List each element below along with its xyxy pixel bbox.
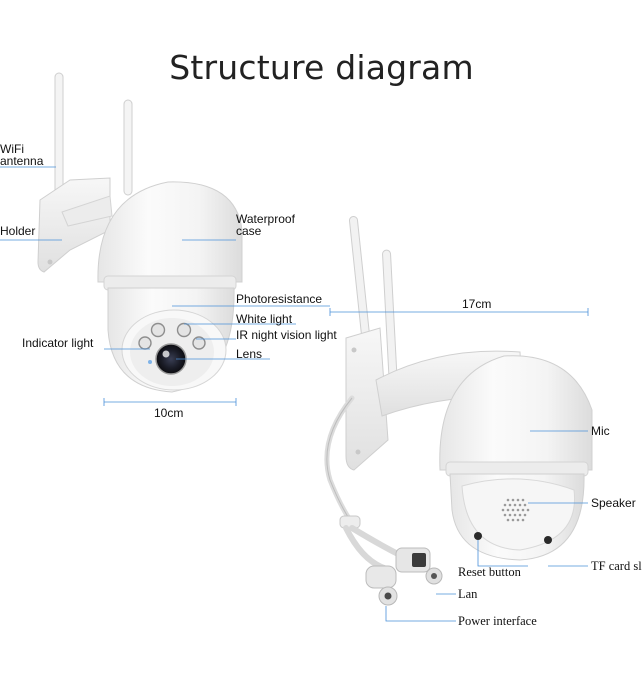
left-dome — [97, 181, 243, 283]
right-lan-connector — [395, 547, 443, 585]
left-led-1 — [150, 322, 166, 338]
left-antenna-front — [123, 99, 133, 196]
label-holder: Holder — [0, 224, 36, 238]
label-mic: Mic — [591, 424, 610, 438]
label-lens: Lens — [236, 347, 263, 361]
label-photoresistance: Photoresistance — [236, 292, 323, 306]
label-lan: Lan — [458, 587, 478, 601]
right-camera — [324, 215, 593, 606]
leader-reset — [477, 540, 528, 567]
right-dome — [439, 355, 593, 471]
label-waterproof-line1: Waterproof — [236, 212, 295, 226]
label-wifi-antenna-line1: WiFi — [0, 142, 24, 156]
right-wall-plate — [345, 327, 389, 471]
label-power-interface: Power interface — [458, 614, 537, 628]
label-tf-card-slot: TF card sl — [591, 559, 642, 573]
label-indicator-light: Indicator light — [22, 336, 94, 350]
label-wifi-antenna-line2: antenna — [0, 154, 44, 168]
left-led-3 — [138, 336, 152, 350]
left-led-4 — [192, 336, 206, 350]
left-led-2 — [176, 322, 192, 338]
label-dimension-17cm: 17cm — [462, 297, 492, 311]
right-power-connector — [365, 565, 398, 606]
label-dimension-10cm: 10cm — [154, 406, 184, 420]
right-antenna-front — [382, 249, 398, 391]
right-speaker-grille — [501, 498, 530, 522]
right-leader-lines — [329, 308, 589, 622]
page-title: Structure diagram — [169, 48, 474, 87]
left-antenna-rear — [54, 72, 64, 204]
label-speaker: Speaker — [591, 496, 636, 510]
label-reset-button: Reset button — [458, 565, 521, 579]
left-leader-lines — [0, 166, 330, 406]
left-camera — [37, 72, 243, 393]
label-white-light: White light — [236, 312, 293, 326]
leader-power — [385, 606, 456, 622]
label-waterproof-line2: case — [236, 224, 262, 238]
label-ir-night-vision: IR night vision light — [236, 328, 337, 342]
